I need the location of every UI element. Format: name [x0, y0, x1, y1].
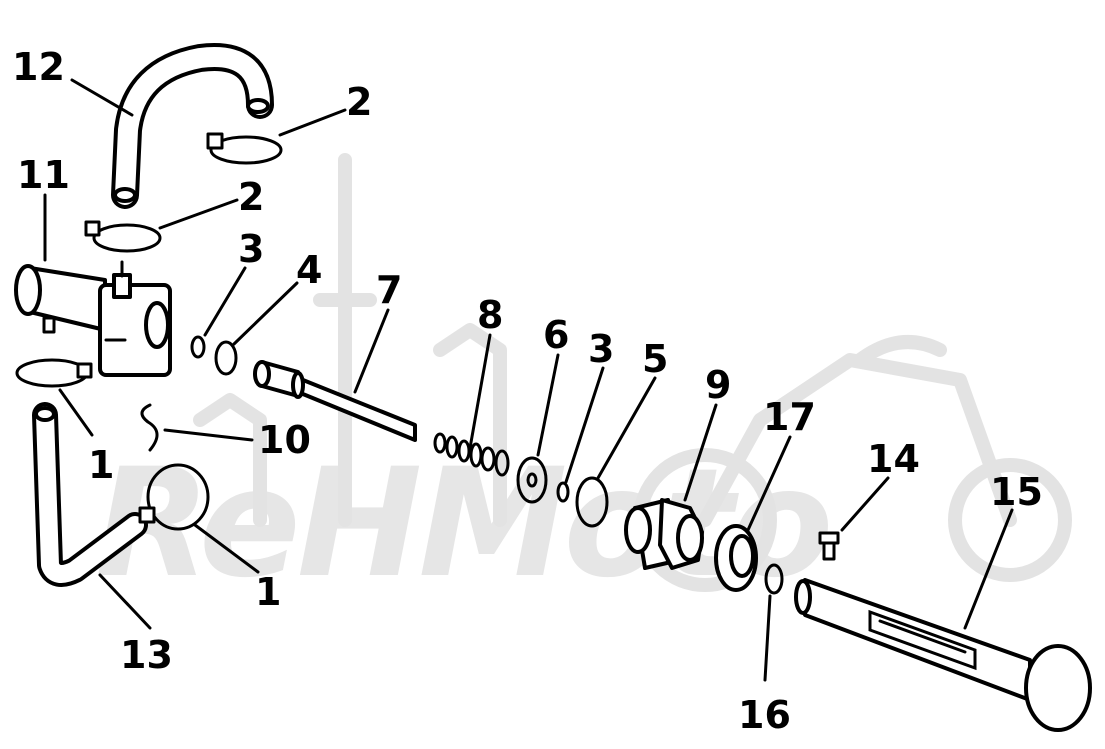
part-2-clamp-lower — [84, 220, 162, 253]
watermark-cathedral — [193, 153, 507, 527]
part-11-pump-body — [14, 260, 172, 377]
callout-15: 15 — [990, 470, 1043, 514]
part-4-oring — [214, 340, 238, 376]
callout-11: 11 — [17, 153, 70, 197]
part-1-clamp-left — [15, 358, 93, 388]
part-8-spring — [433, 432, 510, 477]
part-3-oring-right — [556, 481, 570, 503]
callout-12: 12 — [12, 45, 65, 89]
callout-13: 13 — [120, 633, 173, 677]
watermark: ReHMoto — [95, 153, 1072, 611]
callout-4: 4 — [296, 248, 322, 292]
part-6-washer — [516, 456, 548, 504]
part-12-hose — [111, 43, 274, 209]
callout-8: 8 — [477, 293, 503, 337]
part-3-oring-left — [190, 335, 206, 359]
leader-lines — [43, 78, 1014, 682]
part-5-oring — [575, 476, 609, 528]
callout-2-lower: 2 — [238, 175, 264, 219]
callout-10: 10 — [258, 418, 311, 462]
part-13-hose — [32, 402, 148, 587]
part-16-oring — [764, 563, 784, 595]
callout-6: 6 — [543, 313, 569, 357]
part-1-clamp-lower — [138, 463, 210, 531]
callout-2-upper: 2 — [346, 80, 372, 124]
part-15-shaft — [794, 578, 1092, 732]
callout-7: 7 — [376, 268, 402, 312]
callout-3-left: 3 — [238, 227, 264, 271]
part-14-screw — [818, 531, 840, 561]
callout-labels: 12 2 11 2 3 4 7 8 6 3 5 9 17 14 15 1 10 … — [12, 45, 1043, 737]
callout-3-right: 3 — [588, 327, 614, 371]
part-2-clamp-upper — [206, 132, 283, 165]
part-7-plunger — [253, 360, 417, 442]
callout-17: 17 — [763, 395, 816, 439]
callout-9: 9 — [705, 363, 731, 407]
callout-16: 16 — [738, 693, 791, 737]
callout-1-lower: 1 — [255, 570, 281, 614]
part-10-snap-ring — [140, 403, 159, 452]
callout-5: 5 — [642, 337, 668, 381]
callout-1-left: 1 — [88, 443, 114, 487]
part-17-ring — [714, 524, 758, 592]
callout-14: 14 — [867, 437, 920, 481]
part-9-fitting — [624, 498, 704, 570]
